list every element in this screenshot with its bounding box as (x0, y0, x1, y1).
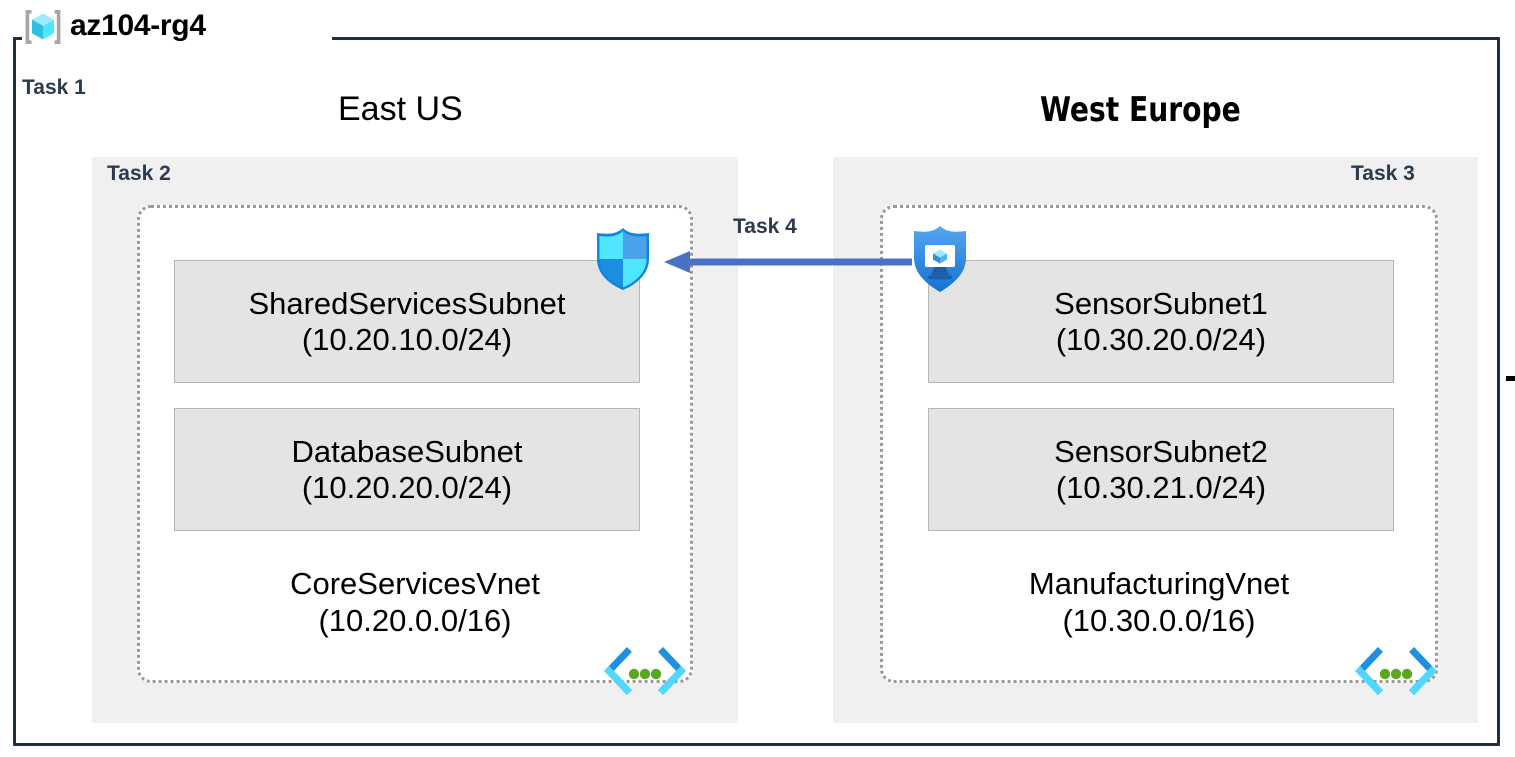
task1-leader-line (13, 48, 16, 108)
task1-label: Task 1 (22, 76, 86, 99)
subnet-databasesubnet: DatabaseSubnet (10.20.20.0/24) (174, 408, 640, 531)
resource-group-cube-icon (22, 6, 64, 48)
task2-label: Task 2 (107, 162, 171, 185)
vnet-caption-coreservicesvnet: CoreServicesVnet (10.20.0.0/16) (137, 565, 693, 639)
vnet-name: ManufacturingVnet (1028, 566, 1290, 601)
subnet-cidr: (10.30.20.0/24) (1055, 321, 1267, 357)
vnet-peering-arrow (662, 250, 912, 274)
region-title-east-us: East US (338, 90, 463, 128)
vnet-cidr: (10.30.0.0/16) (1062, 603, 1256, 639)
subnet-cidr: (10.20.20.0/24) (301, 469, 513, 505)
subnet-sharedservicessubnet: SharedServicesSubnet (10.20.10.0/24) (174, 260, 640, 383)
security-center-monitor-shield-icon (908, 224, 972, 299)
subnet-name: DatabaseSubnet (291, 433, 523, 469)
region-title-west-europe: West Europe (1040, 90, 1241, 130)
subnet-sensorsubnet2: SensorSubnet2 (10.30.21.0/24) (928, 408, 1394, 531)
virtual-network-icon (1352, 646, 1440, 703)
subnet-sensorsubnet1: SensorSubnet1 (10.30.20.0/24) (928, 260, 1394, 383)
subnet-name: SensorSubnet1 (1054, 285, 1268, 321)
task3-label: Task 3 (1351, 162, 1415, 185)
virtual-network-icon (601, 646, 689, 703)
resource-group-name: az104-rg4 (70, 9, 206, 42)
vnet-name: CoreServicesVnet (290, 566, 540, 601)
network-security-group-shield-icon (592, 226, 654, 297)
subnet-cidr: (10.30.21.0/24) (1055, 469, 1267, 505)
subnet-cidr: (10.20.10.0/24) (301, 321, 513, 357)
vnet-cidr: (10.20.0.0/16) (318, 603, 512, 639)
vnet-caption-manufacturingvnet: ManufacturingVnet (10.30.0.0/16) (880, 565, 1438, 639)
resource-group-title-gap (22, 26, 332, 50)
resource-group-title: az104-rg4 (22, 6, 206, 48)
resource-group-frame (13, 37, 1500, 746)
task4-label: Task 4 (733, 215, 797, 238)
subnet-name: SharedServicesSubnet (248, 285, 566, 321)
subnet-name: SensorSubnet2 (1054, 433, 1268, 469)
edge-tick-mark (1506, 376, 1515, 381)
